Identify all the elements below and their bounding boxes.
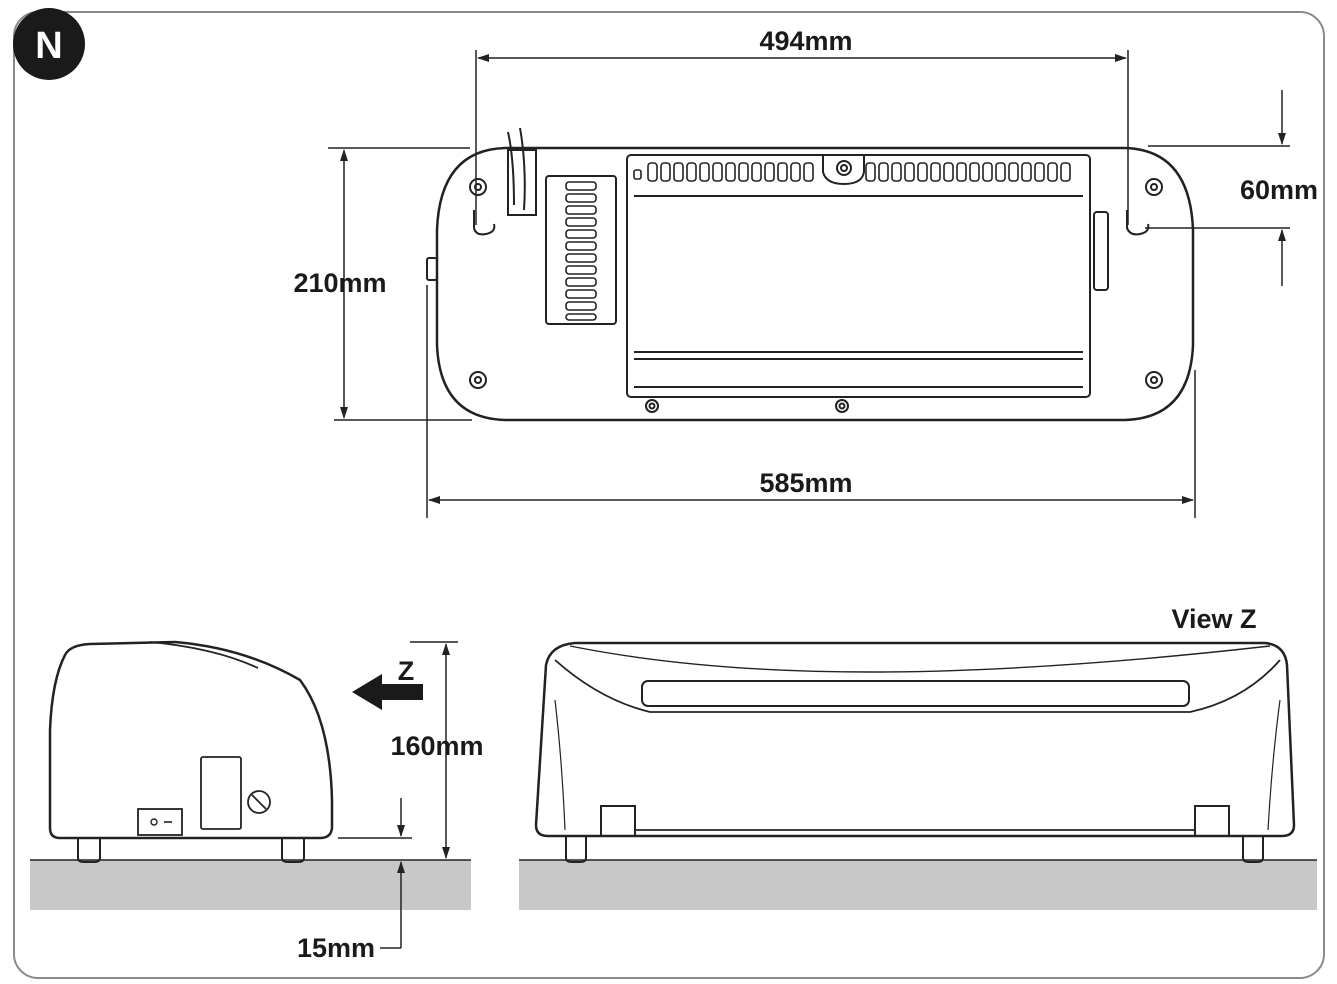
badge-letter: N: [35, 25, 62, 67]
dim-width: 585mm: [759, 468, 852, 498]
dim-depth: 210mm: [293, 268, 386, 298]
dim-clearance: 15mm: [297, 933, 375, 963]
side-view: [48, 640, 334, 863]
dimension-lines-side: [338, 641, 458, 949]
dim-hole-offset: 60mm: [1240, 175, 1318, 205]
dim-hole-spacing: 494mm: [759, 26, 852, 56]
view-label: View Z: [1171, 604, 1256, 634]
dim-height: 160mm: [390, 731, 483, 761]
front-view: [534, 641, 1296, 863]
floor-left: [30, 859, 471, 910]
floor-right: [519, 859, 1317, 910]
view-direction-arrow: Z: [352, 656, 423, 710]
top-view: [426, 127, 1195, 422]
dimension-lines-top: [328, 50, 1290, 518]
direction-label: Z: [398, 656, 415, 686]
figure-badge: N: [13, 8, 85, 80]
figure-border: [13, 11, 1325, 979]
